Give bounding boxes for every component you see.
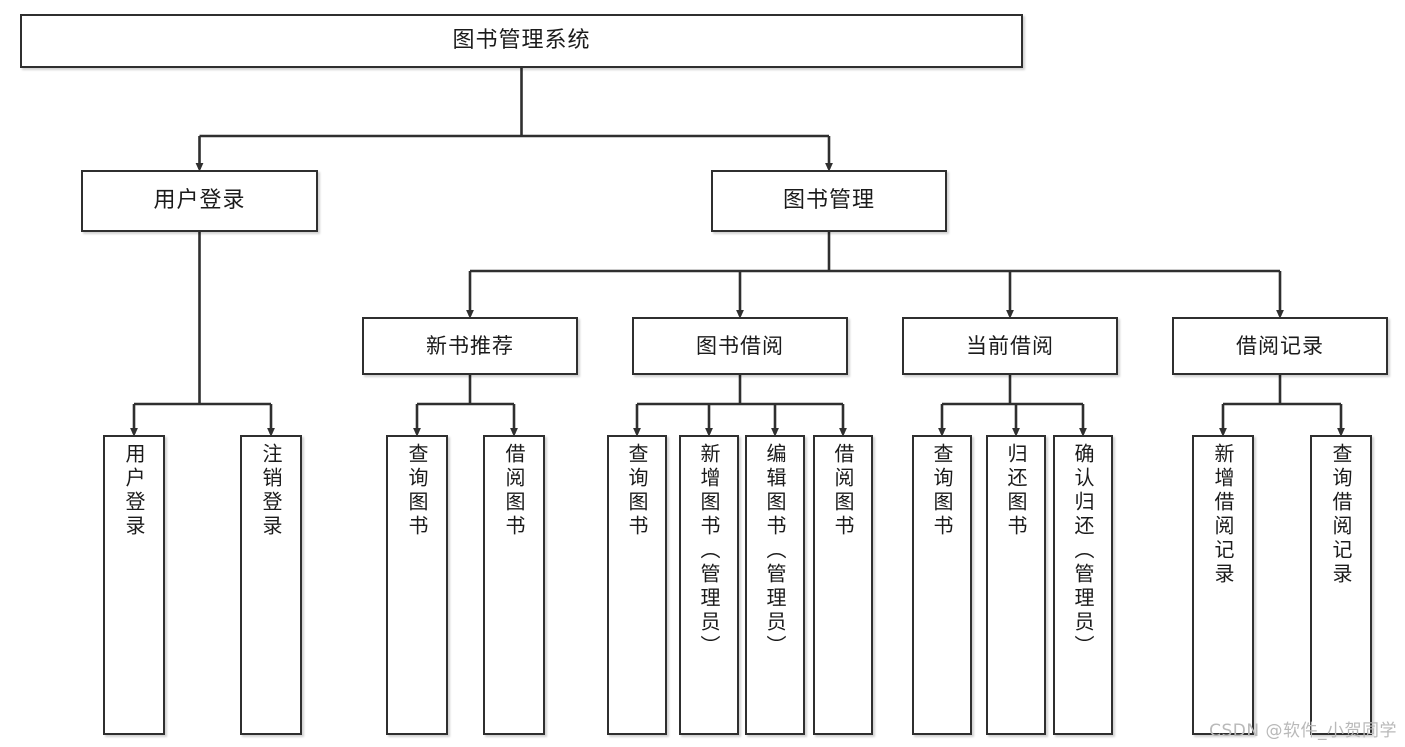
node-leaf-bb-borrow[interactable]: 借阅图书: [813, 435, 873, 735]
node-leaf-br-add[interactable]: 新增借阅记录: [1192, 435, 1254, 735]
node-label: 编辑图书（管理员）: [763, 443, 787, 659]
node-label: 图书借阅: [696, 333, 784, 358]
node-label: 用户登录: [153, 188, 246, 214]
node-label: 新增图书（管理员）: [697, 443, 721, 659]
node-current-borrow[interactable]: 当前借阅: [902, 317, 1118, 375]
node-leaf-user-login[interactable]: 用户登录: [103, 435, 165, 735]
node-label: 注销登录: [259, 443, 283, 539]
node-leaf-bb-edit[interactable]: 编辑图书（管理员）: [745, 435, 805, 735]
node-leaf-cb-return[interactable]: 归还图书: [986, 435, 1046, 735]
node-book-borrow[interactable]: 图书借阅: [632, 317, 848, 375]
node-label: 归还图书: [1004, 443, 1028, 539]
node-borrow-record[interactable]: 借阅记录: [1172, 317, 1388, 375]
node-label: 查询图书: [405, 443, 429, 539]
node-leaf-nb-query[interactable]: 查询图书: [386, 435, 448, 735]
node-label: 借阅图书: [502, 443, 526, 539]
node-leaf-bb-add[interactable]: 新增图书（管理员）: [679, 435, 739, 735]
node-root[interactable]: 图书管理系统: [20, 14, 1023, 68]
node-leaf-cb-query[interactable]: 查询图书: [912, 435, 972, 735]
node-label: 新书推荐: [426, 333, 514, 358]
connector-edges: [130, 68, 1345, 437]
node-label: 用户登录: [122, 443, 146, 539]
node-leaf-bb-query[interactable]: 查询图书: [607, 435, 667, 735]
node-leaf-br-query[interactable]: 查询借阅记录: [1310, 435, 1372, 735]
node-book-manage[interactable]: 图书管理: [711, 170, 947, 232]
node-new-book-rec[interactable]: 新书推荐: [362, 317, 578, 375]
node-label: 图书管理系统: [452, 28, 591, 54]
node-label: 查询借阅记录: [1329, 443, 1353, 587]
node-label: 查询图书: [625, 443, 649, 539]
node-label: 新增借阅记录: [1211, 443, 1235, 587]
node-label: 借阅记录: [1236, 333, 1324, 358]
node-user-login[interactable]: 用户登录: [81, 170, 318, 232]
node-label: 查询图书: [930, 443, 954, 539]
node-label: 借阅图书: [831, 443, 855, 539]
node-leaf-user-logout[interactable]: 注销登录: [240, 435, 302, 735]
node-label: 确认归还（管理员）: [1071, 443, 1095, 659]
node-leaf-cb-confirm[interactable]: 确认归还（管理员）: [1053, 435, 1113, 735]
node-label: 当前借阅: [966, 333, 1054, 358]
node-label: 图书管理: [782, 188, 875, 214]
node-leaf-nb-borrow[interactable]: 借阅图书: [483, 435, 545, 735]
